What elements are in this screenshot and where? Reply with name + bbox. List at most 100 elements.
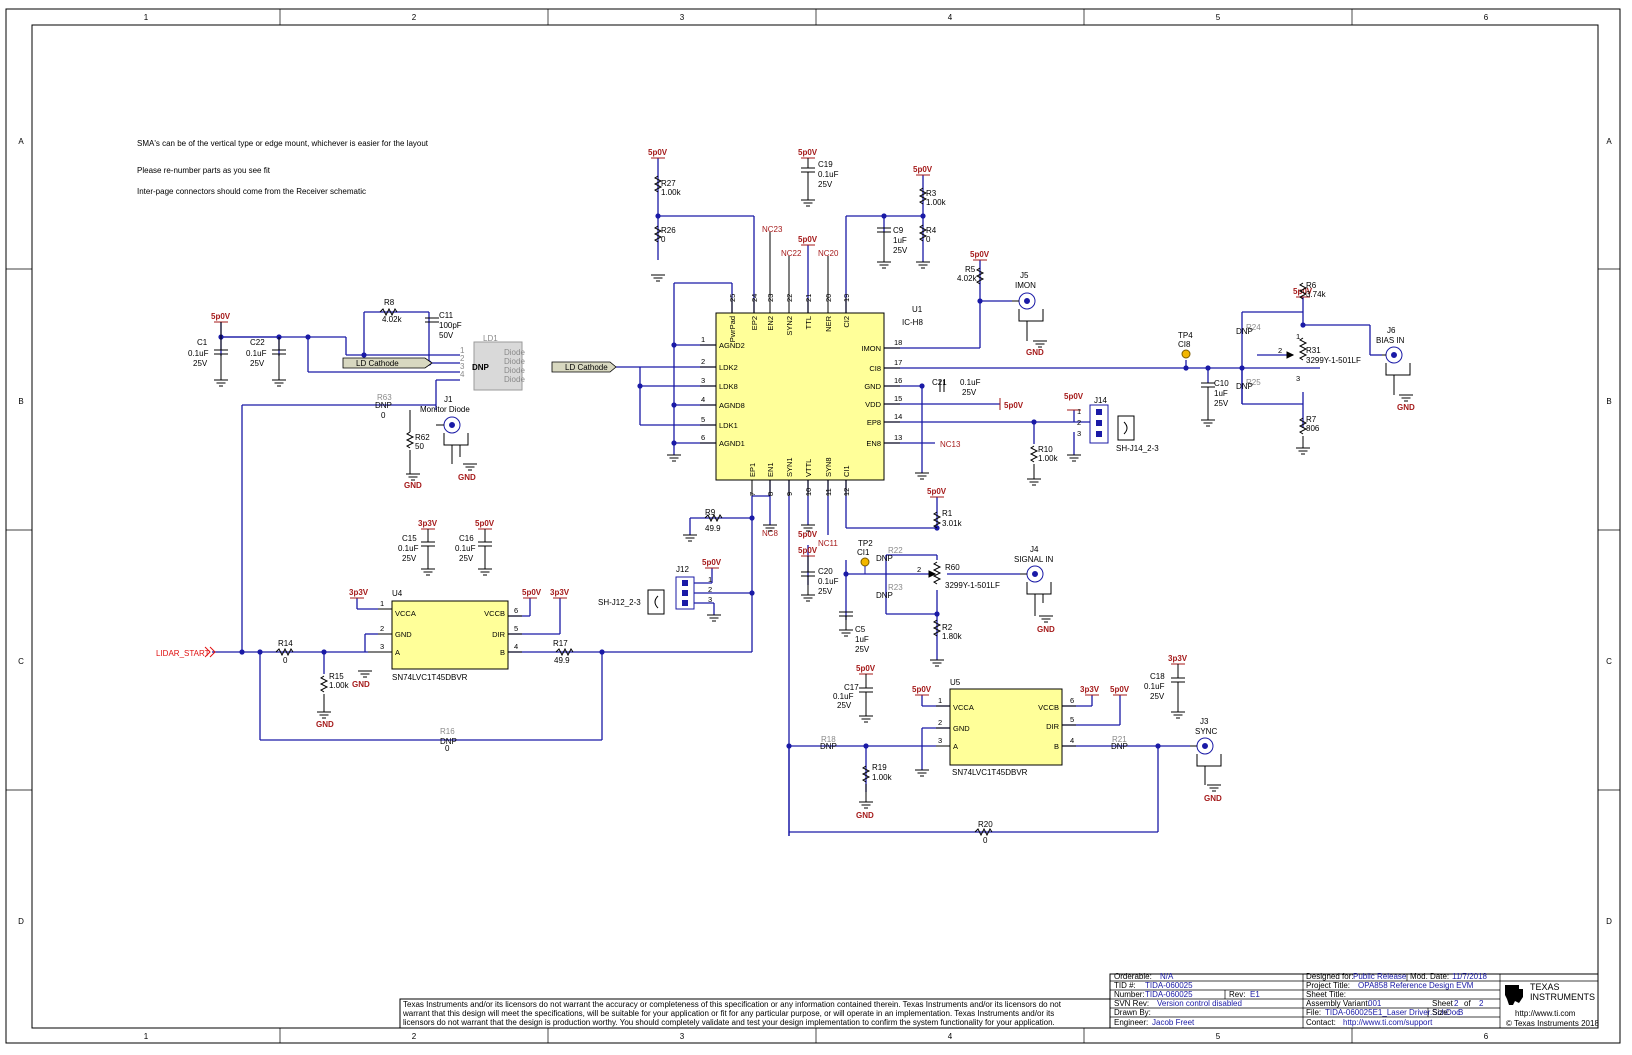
row-label: C	[18, 657, 24, 666]
passive-symbols	[214, 158, 1308, 837]
c9-ref: C9	[893, 226, 904, 235]
tp2-ref: TP2	[858, 539, 873, 548]
ld1-laser-diode[interactable]: LD1 DNP 1 2 3 4 Diode Diode Diode Diode	[460, 334, 525, 391]
tb-designed-key: Designed for:	[1306, 972, 1354, 981]
col-label: 4	[948, 1032, 953, 1041]
lidar-start-port[interactable]: LIDAR_START	[156, 646, 216, 658]
tb-tid-value: TIDA-060025	[1145, 981, 1193, 990]
svg-text:1: 1	[1077, 407, 1081, 416]
r31-pin: 3	[1296, 374, 1300, 383]
c21-value: 0.1uF	[960, 378, 981, 387]
tb-variant-key: Assembly Variant:	[1306, 999, 1370, 1008]
ld1-pin-num: 2	[460, 354, 465, 363]
c19-ref: C19	[818, 160, 833, 169]
j12-header[interactable]: 123	[675, 575, 712, 610]
row-label: C	[1606, 657, 1612, 666]
ti-brand-line2: INSTRUMENTS	[1530, 992, 1595, 1002]
sh-j12-label: SH-J12_2-3	[598, 598, 641, 607]
gnd-label: GND	[316, 720, 334, 729]
u4-chip[interactable]: U4 SN74LVC1T45DBVR 1 2 3 VCCA GND A 6 5 …	[368, 589, 522, 682]
tb-disclaimer-line: Texas Instruments and/or its licensors d…	[403, 1000, 1062, 1009]
r20-ref: R20	[978, 820, 993, 829]
tp2-net: CI1	[857, 548, 870, 557]
r19-value: 1.00k	[872, 773, 893, 782]
c11-value: 100pF	[439, 321, 462, 330]
r17-value: 49.9	[554, 656, 570, 665]
c22-value: 0.1uF	[246, 349, 267, 358]
r8-value: 4.02k	[382, 315, 403, 324]
u1-pin-name: PwrPad	[728, 316, 737, 342]
col-label: 1	[144, 1032, 149, 1041]
ld-cathode-label-right[interactable]: LD Cathode	[551, 361, 617, 373]
nc8-label: NC8	[762, 529, 779, 538]
j5-value: IMON	[1015, 281, 1036, 290]
r8-ref: R8	[384, 298, 395, 307]
u5-pin-name: VCCB	[1038, 703, 1059, 712]
u5-chip[interactable]: U5 SN74LVC1T45DBVR 1 2 3 VCCA GND A 6 5 …	[936, 678, 1076, 777]
u1-pin-num: 10	[804, 488, 813, 496]
j14-header[interactable]: 123	[1077, 404, 1109, 444]
tb-project-value: OPA858 Reference Design EVM	[1358, 981, 1474, 990]
u1-ref: U1	[912, 305, 923, 314]
c15-voltage: 25V	[402, 554, 417, 563]
r27-ref: R27	[661, 179, 676, 188]
u1-pin-num: 8	[766, 492, 775, 496]
dnp-label: DNP	[1111, 742, 1128, 751]
r62-value: 50	[415, 442, 424, 451]
u4-part: SN74LVC1T45DBVR	[392, 673, 468, 682]
dnp-label: DNP	[1236, 382, 1253, 391]
c16-value: 0.1uF	[455, 544, 476, 553]
r9-ref: R9	[705, 508, 716, 517]
u5-pin-num: 2	[938, 718, 942, 727]
tb-variant-value: 001	[1368, 999, 1382, 1008]
c18-ref: C18	[1150, 672, 1165, 681]
lidar-start-text: LIDAR_START	[156, 649, 210, 658]
tb-designed-value: Public Release	[1353, 972, 1407, 981]
junctions	[218, 213, 1306, 749]
p3v3-label: 3p3V	[418, 519, 438, 528]
row-label: D	[1606, 917, 1612, 926]
r3-value: 1.00k	[926, 198, 947, 207]
p5v-label: 5p0V	[912, 685, 932, 694]
c21-ref: C21	[932, 378, 947, 387]
p5v-label: 5p0V	[970, 250, 990, 259]
u1-pin-num: 6	[701, 433, 705, 442]
col-label: 2	[412, 1032, 417, 1041]
r23-ref: R23	[888, 583, 903, 592]
ti-brand-line1: TEXAS	[1530, 982, 1560, 992]
u4-pin-num: 5	[514, 624, 518, 633]
j6-ref: J6	[1387, 326, 1396, 335]
u5-part: SN74LVC1T45DBVR	[952, 768, 1028, 777]
r22-ref: R22	[888, 546, 903, 555]
u1-pin-num: 19	[842, 294, 851, 302]
ground-symbols	[214, 199, 1413, 809]
testpoint-tp4[interactable]: TP4 CI8	[1178, 331, 1193, 359]
tb-tid-key: TID #:	[1114, 981, 1136, 990]
u1-pin-num: 3	[701, 376, 705, 385]
r26-ref: R26	[661, 226, 676, 235]
c17-value: 0.1uF	[833, 692, 854, 701]
u1-pin-num: 2	[701, 357, 705, 366]
u1-chip[interactable]: U1 IC-H8 1 2 3 4 5 6 AGND2 LDK2 LDK8 AGN…	[700, 294, 923, 496]
row-label: D	[18, 917, 24, 926]
svg-text:3: 3	[708, 595, 712, 604]
tb-of-key: of	[1464, 999, 1471, 1008]
gnd-label: GND	[352, 680, 370, 689]
r6-value: 3.74k	[1306, 290, 1327, 299]
u1-pin-num: 24	[750, 294, 759, 302]
row-label: B	[18, 397, 23, 406]
u1-pin-name: EN2	[766, 316, 775, 331]
ld-cathode-label-left[interactable]: LD Cathode	[342, 357, 433, 369]
tb-disclaimer-line: warrant that this design will meet the s…	[402, 1009, 1054, 1018]
p3v3-label: 3p3V	[550, 588, 570, 597]
tb-sheet-key: Sheet	[1432, 999, 1454, 1008]
col-label: 2	[412, 13, 417, 22]
c22-voltage: 25V	[250, 359, 265, 368]
sheet-frame: 1 2 3 4 5 6 1 2 3 4 5 6 A B C D A B C D	[5, 8, 1621, 1044]
p5v-label: 5p0V	[211, 312, 231, 321]
r1-value: 3.01k	[942, 519, 963, 528]
u1-pin-name: AGND1	[719, 439, 745, 448]
u1-pin-name: VDD	[865, 400, 881, 409]
testpoint-tp2[interactable]: TP2 CI1	[857, 539, 873, 574]
u1-pin-name: AGND8	[719, 401, 745, 410]
